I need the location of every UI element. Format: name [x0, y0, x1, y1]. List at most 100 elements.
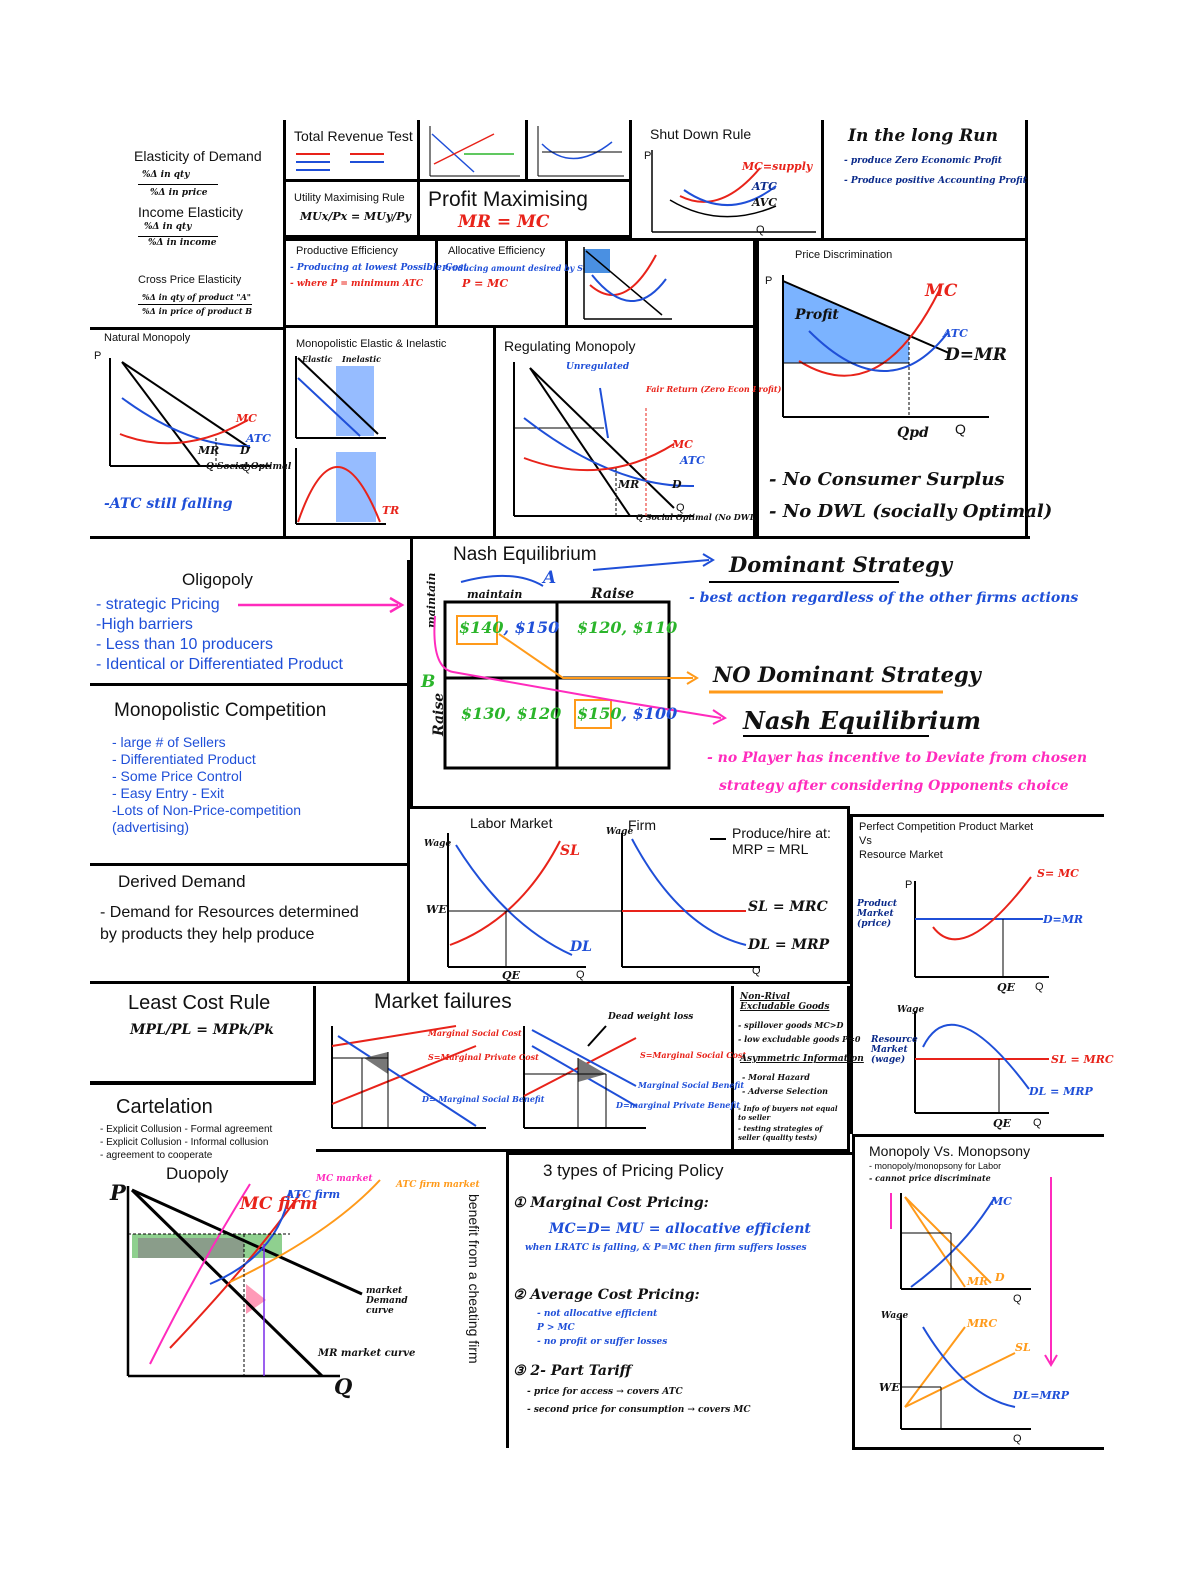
natural-monopoly-graph — [109, 358, 270, 467]
perfect-comp-graphs — [914, 876, 1049, 1114]
formula-den: %Δ in income — [148, 238, 217, 248]
monopolistic-title: Monopolistic Competition — [114, 700, 327, 721]
axis-q: Q — [752, 965, 761, 977]
divider — [90, 1082, 316, 1085]
pricing-title: 3 types of Pricing Policy — [543, 1161, 724, 1180]
allocative-panel: Allocative Efficiency Producing amount d… — [438, 238, 610, 328]
dl-mrp-label: DL = MRP — [748, 937, 830, 953]
regulating-graph — [513, 362, 695, 517]
oligopoly-item: - Less than 10 producers — [96, 636, 273, 653]
axis-q: Q — [334, 1374, 353, 1399]
derived-body-2: by products they help produce — [100, 926, 315, 943]
fair-return-label: Fair Return (Zero Econ Profit) — [646, 384, 782, 394]
utility-panel: Utility Maximising Rule MUx/Px = MUy/Py — [286, 182, 420, 238]
pricing-item-3: ③ 2- Part Tariff — [513, 1363, 632, 1379]
nash-desc-line-2: strategy after considering Opponents cho… — [719, 778, 1069, 794]
we-label: WE — [879, 1381, 900, 1394]
axis-p: P — [94, 350, 102, 362]
payoff-cell-rm: $130, $120 — [461, 704, 562, 723]
sl-mrc-label: SL = MRC — [1051, 1053, 1114, 1066]
oligopoly-item: - strategic Pricing — [96, 596, 220, 613]
monopsony-sub: - monopoly/monopsony for Labor — [869, 1161, 1002, 1171]
axis-q: Q — [242, 462, 251, 474]
allocative-line-1: Producing amount desired by Society — [442, 263, 610, 273]
duopoly-title: Duopoly — [166, 1164, 229, 1183]
income-elasticity-title: Income Elasticity — [138, 204, 244, 220]
mpb-label: D=marginal Private Benefit — [616, 1100, 740, 1110]
elasticity-title: Elasticity of Demand — [134, 148, 262, 164]
dwl-label: Dead weight loss — [608, 1012, 694, 1022]
no-dwl: - No DWL (socially Optimal) — [769, 501, 1053, 522]
axis-q: Q — [1013, 1433, 1022, 1445]
least-cost-formula: MPL/PL = MPk/Pk — [130, 1022, 274, 1038]
axis-q: Q — [1013, 1293, 1022, 1305]
mc-label: MC=supply — [742, 160, 813, 173]
perfect-resource-title: Resource Market — [859, 849, 943, 861]
nonrival-line-2: - low excludable goods P=0 — [738, 1034, 861, 1044]
nonrival-line-1: - spillover goods MC>D — [738, 1020, 844, 1030]
axis-q: Q — [955, 421, 966, 437]
sl-label: SL — [1015, 1341, 1031, 1354]
mr-market-label: MR market curve — [318, 1348, 416, 1359]
least-cost-panel: Least Cost Rule MPL/PL = MPk/Pk — [90, 986, 316, 1084]
profit-label: Profit — [795, 307, 839, 323]
tr-label: TR — [382, 504, 400, 517]
nash-title: Nash Equilibrium — [453, 544, 597, 565]
monopolistic-item: - Some Price Control — [112, 768, 242, 784]
mc-market-label: MC market — [316, 1174, 373, 1184]
nonrival-panel: Non-Rival Excludable Goods - spillover g… — [734, 986, 864, 1152]
monopsony-title: Monopoly Vs. Monopsony — [869, 1143, 1031, 1159]
atc-firm-label: ATC firm — [286, 1188, 341, 1201]
elasticity-panel: Elasticity of Demand %Δ in qty %Δ in pri… — [90, 120, 286, 330]
msb-label: D= Marginal Social Benefit — [422, 1094, 545, 1104]
cartel-line-1: - Explicit Collusion - Formal agreement — [100, 1124, 273, 1135]
payoff-cell-rr: $150, $100 — [577, 704, 678, 723]
no-consumer-surplus: - No Consumer Surplus — [769, 469, 1005, 490]
formula-num: %Δ in qty — [142, 170, 190, 180]
labor-graphs — [447, 833, 760, 968]
axis-p: P — [110, 1180, 126, 1205]
d-label: D — [672, 478, 682, 491]
s-mc-label: S= MC — [1037, 867, 1079, 880]
total-revenue-panel: Total Revenue Test — [286, 120, 420, 182]
productive-title: Productive Efficiency — [296, 245, 398, 257]
mpc-label: S=Marginal Private Cost — [428, 1052, 539, 1062]
player-a: A — [543, 568, 557, 588]
q-social-label: Q Social Optimal (No DWL) — [636, 512, 760, 522]
cheating-firm-note: benefit from a cheating firm — [466, 1194, 482, 1364]
axis-p: P — [644, 150, 652, 162]
d-label: D — [240, 444, 250, 457]
total-revenue-sketch — [296, 153, 384, 171]
pricing-item-1-note: when LRATC is falling, & P=MC then firm … — [525, 1243, 807, 1253]
fraction-line — [138, 304, 252, 305]
productive-panel: Productive Efficiency - Producing at low… — [286, 238, 468, 328]
sl-label: SL — [560, 843, 580, 859]
asymmetric-info-title: Asymmetric Information — [740, 1054, 864, 1064]
q-social-label: Q Social Optimal — [206, 462, 292, 472]
mc-label: MC — [925, 281, 958, 301]
monopolistic-item: - Easy Entry - Exit — [112, 785, 225, 801]
dominant-strategy-title: Dominant Strategy — [729, 552, 953, 577]
oligopoly-item: -High barriers — [96, 616, 193, 633]
market-demand-label: market Demand curve — [366, 1286, 408, 1316]
axis-q: Q — [756, 224, 765, 236]
axis-wage: Wage — [424, 839, 452, 849]
allocative-line-2: P = MC — [462, 277, 509, 290]
mc-label: MC — [236, 412, 257, 425]
qe-label: QE — [502, 969, 520, 982]
elastic-label: Elastic — [302, 354, 333, 364]
profit-max-title: Profit Maximising — [428, 188, 588, 211]
d-mr-label: D=MR — [945, 345, 1007, 365]
fraction-line — [138, 236, 218, 237]
mc-label: MC — [672, 438, 693, 451]
long-run-title: In the long Run — [848, 126, 998, 146]
total-revenue-title: Total Revenue Test — [294, 128, 413, 144]
pricing-policy-panel: 3 types of Pricing Policy ① Marginal Cos… — [506, 1152, 852, 1448]
elastic-tr-graph — [295, 356, 386, 525]
product-market-label: Product Market (price) — [857, 899, 897, 929]
axis-wage: Wage — [881, 1311, 909, 1321]
axis-p: P — [765, 275, 773, 287]
axis-wage: Wage — [606, 827, 634, 837]
pricing-item-3-a: - price for access → covers ATC — [527, 1387, 683, 1397]
derived-title: Derived Demand — [118, 872, 246, 891]
